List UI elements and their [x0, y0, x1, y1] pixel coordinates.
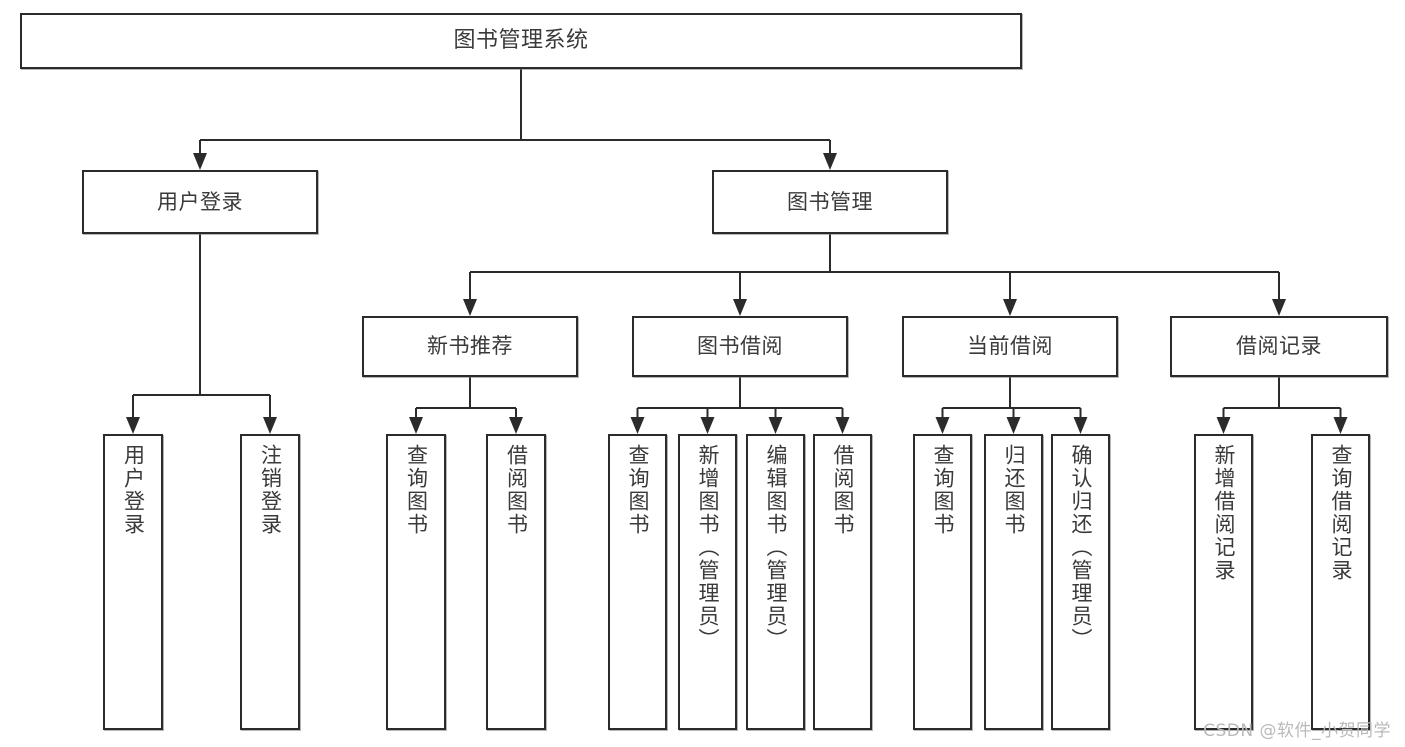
- node-leaf-query-borrow-record-label: 查询借阅记录: [1328, 444, 1353, 582]
- node-leaf-user-login[interactable]: 用户登录: [103, 434, 163, 730]
- node-leaf-query-book-borrow[interactable]: 查询图书: [608, 434, 667, 730]
- node-leaf-borrow-book-rec-label: 借阅图书: [504, 444, 529, 536]
- node-current-borrow-label: 当前借阅: [967, 334, 1053, 359]
- node-book-manage[interactable]: 图书管理: [712, 170, 948, 234]
- node-book-borrow-label: 图书借阅: [697, 334, 783, 359]
- node-borrow-record-label: 借阅记录: [1236, 334, 1322, 359]
- node-user-login-label: 用户登录: [157, 189, 243, 214]
- node-leaf-user-login-label: 用户登录: [121, 444, 146, 536]
- node-leaf-add-borrow-record-label: 新增借阅记录: [1211, 444, 1236, 582]
- node-leaf-add-borrow-record[interactable]: 新增借阅记录: [1194, 434, 1253, 730]
- node-new-book-recommend[interactable]: 新书推荐: [362, 316, 578, 377]
- node-leaf-query-book-rec[interactable]: 查询图书: [386, 434, 446, 730]
- node-leaf-borrow-book[interactable]: 借阅图书: [813, 434, 872, 730]
- node-leaf-confirm-return-admin-label: 确认归还（管理员）: [1068, 444, 1093, 651]
- node-leaf-borrow-book-rec[interactable]: 借阅图书: [486, 434, 546, 730]
- node-leaf-add-book-admin[interactable]: 新增图书（管理员）: [678, 434, 737, 730]
- node-leaf-query-book-borrow-label: 查询图书: [625, 444, 650, 536]
- node-current-borrow[interactable]: 当前借阅: [902, 316, 1118, 377]
- node-book-borrow[interactable]: 图书借阅: [632, 316, 848, 377]
- node-new-book-recommend-label: 新书推荐: [427, 334, 513, 359]
- node-book-manage-label: 图书管理: [787, 189, 873, 214]
- node-leaf-query-borrow-record[interactable]: 查询借阅记录: [1311, 434, 1370, 730]
- node-root-label: 图书管理系统: [453, 28, 589, 54]
- node-leaf-add-book-admin-label: 新增图书（管理员）: [695, 444, 720, 651]
- node-leaf-return-book[interactable]: 归还图书: [984, 434, 1043, 730]
- node-borrow-record[interactable]: 借阅记录: [1170, 316, 1388, 377]
- node-leaf-edit-book-admin[interactable]: 编辑图书（管理员）: [746, 434, 805, 730]
- csdn-watermark: CSDN @软件_小贺同学: [1203, 721, 1391, 741]
- node-user-login[interactable]: 用户登录: [82, 170, 318, 234]
- node-leaf-query-book-cur-label: 查询图书: [930, 444, 955, 536]
- node-leaf-user-logout[interactable]: 注销登录: [240, 434, 300, 730]
- node-leaf-return-book-label: 归还图书: [1001, 444, 1026, 536]
- node-root[interactable]: 图书管理系统: [20, 13, 1022, 69]
- node-leaf-edit-book-admin-label: 编辑图书（管理员）: [763, 444, 788, 651]
- node-leaf-query-book-cur[interactable]: 查询图书: [913, 434, 972, 730]
- node-leaf-confirm-return-admin[interactable]: 确认归还（管理员）: [1051, 434, 1110, 730]
- node-leaf-query-book-rec-label: 查询图书: [404, 444, 429, 536]
- node-leaf-borrow-book-label: 借阅图书: [830, 444, 855, 536]
- node-leaf-user-logout-label: 注销登录: [258, 444, 283, 536]
